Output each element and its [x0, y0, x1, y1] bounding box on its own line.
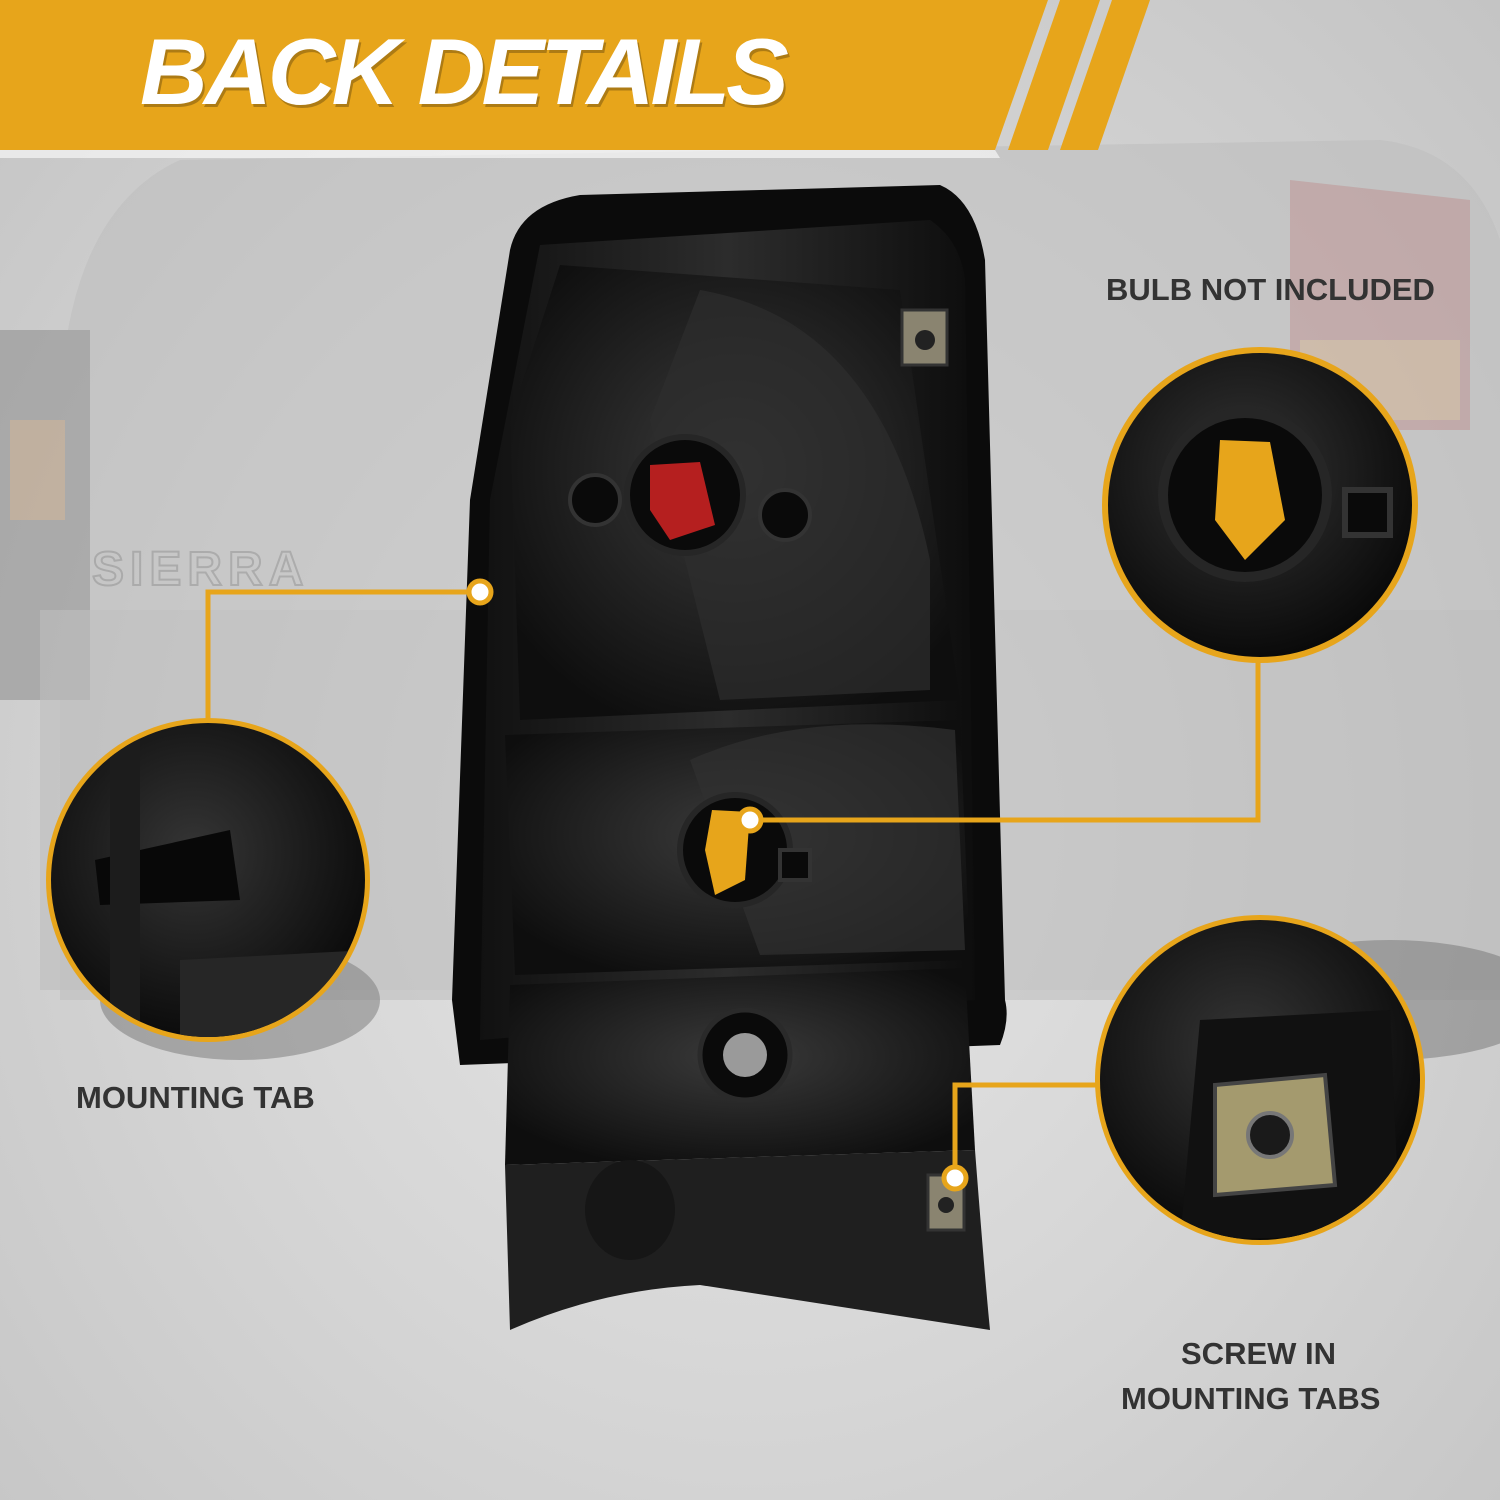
mounting-tab-label: MOUNTING TAB [76, 1080, 315, 1115]
screw-tab-dot [941, 1164, 969, 1192]
screw-tab-zoom [1095, 915, 1425, 1245]
mounting-tab-zoom [46, 718, 370, 1042]
title-banner [0, 0, 1150, 158]
bulb-socket-zoom [1102, 347, 1418, 663]
bulb-dot [736, 806, 764, 834]
callout-lines [205, 589, 1261, 1178]
tail-light-housing [452, 185, 1007, 1330]
bulb-not-included-label: BULB NOT INCLUDED [1106, 272, 1435, 307]
page-title: BACK DETAILS [140, 19, 789, 124]
mounting-tab-dot [466, 578, 494, 606]
callout-dots [466, 578, 969, 1192]
sierra-emblem: SIERRA [92, 543, 309, 596]
screw-tabs-label-line2: MOUNTING TABS [1121, 1381, 1381, 1416]
screw-tabs-label-line1: SCREW IN [1181, 1336, 1336, 1371]
